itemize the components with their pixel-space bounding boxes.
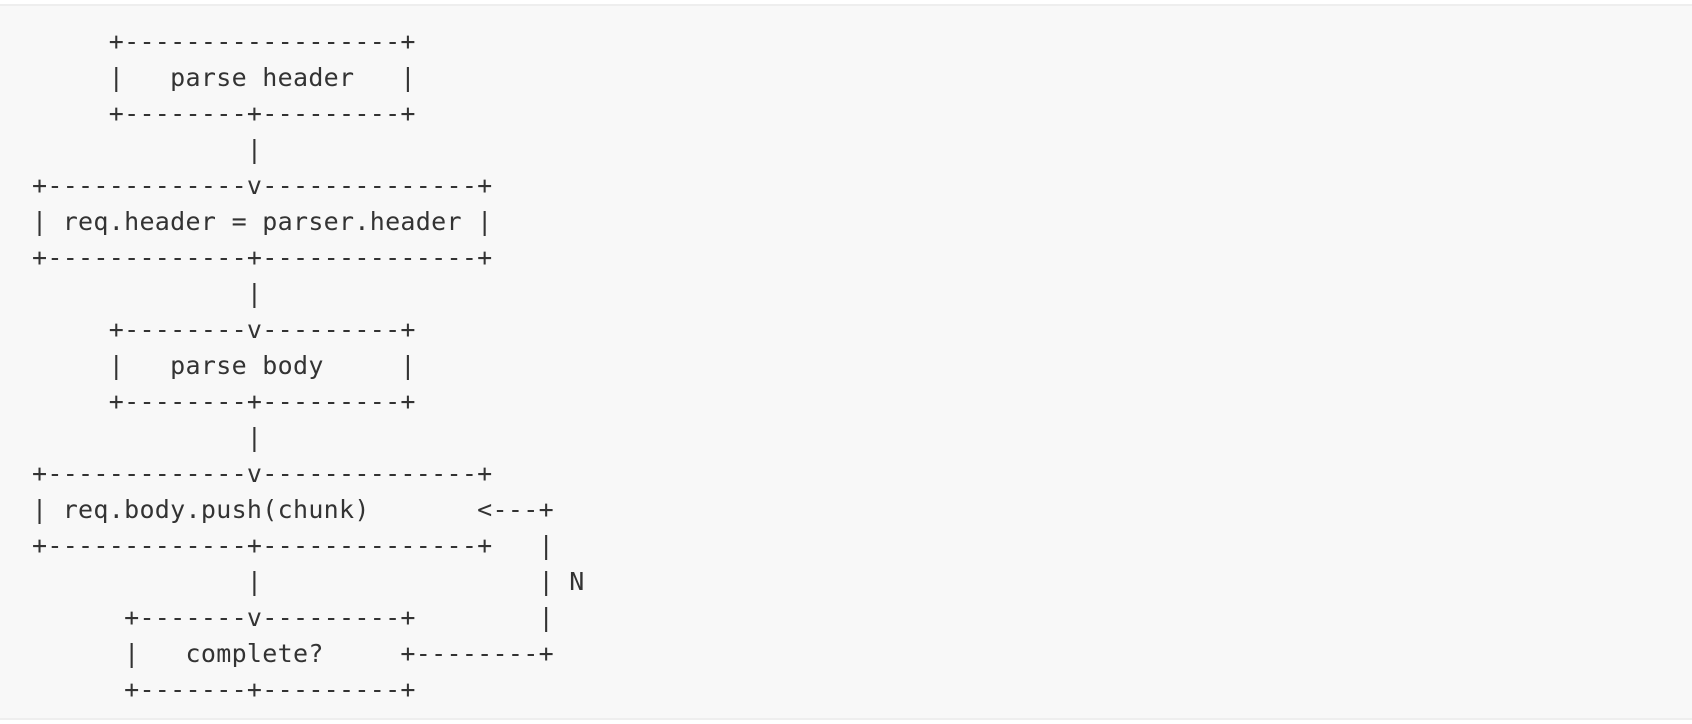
diagram-line: +-------v---------+ | <box>32 603 554 632</box>
diagram-line: | req.header = parser.header | <box>32 207 493 236</box>
diagram-line: | | N <box>32 567 585 596</box>
diagram-line: | <box>32 279 263 308</box>
diagram-line: +-------------v--------------+ <box>32 459 493 488</box>
diagram-line: +--------+---------+ <box>32 99 416 128</box>
code-block: +------------------+ | parse header | +-… <box>0 4 1692 720</box>
diagram-line: | <box>32 423 263 452</box>
ascii-flow-diagram: +------------------+ | parse header | +-… <box>32 24 585 708</box>
diagram-line: | parse body | <box>32 351 416 380</box>
diagram-line: +-------------v--------------+ <box>32 171 493 200</box>
diagram-line: +-------+---------+ <box>32 675 416 704</box>
diagram-line: | parse header | <box>32 63 416 92</box>
diagram-line: | <box>32 135 263 164</box>
diagram-line: | req.body.push(chunk) <---+ <box>32 495 554 524</box>
diagram-line: | complete? +--------+ <box>32 639 554 668</box>
diagram-line: +-------------+--------------+ | <box>32 531 554 560</box>
diagram-line: +--------+---------+ <box>32 387 416 416</box>
diagram-line: +--------v---------+ <box>32 315 416 344</box>
diagram-line: +-------------+--------------+ <box>32 243 493 272</box>
diagram-line: +------------------+ <box>32 27 416 56</box>
